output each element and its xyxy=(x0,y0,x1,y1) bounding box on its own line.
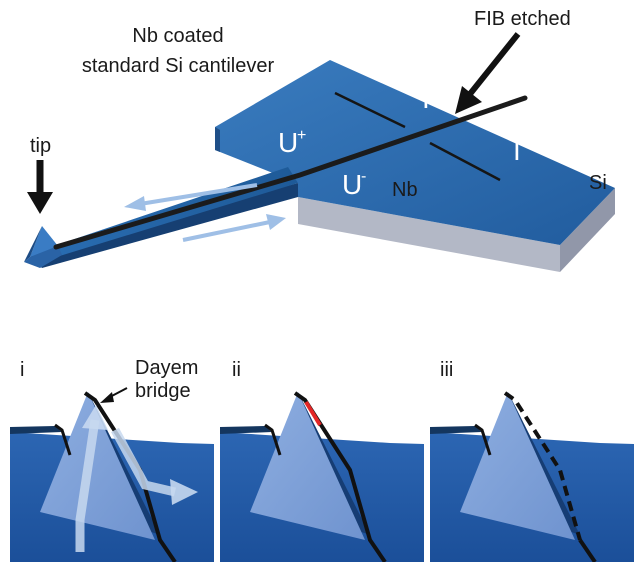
panel-ii-red-mark xyxy=(304,400,322,427)
cantilever-beam-side xyxy=(30,183,298,268)
cantilever-tip xyxy=(24,226,62,268)
cantilever-chip xyxy=(24,32,615,272)
contact-i-plus: I + xyxy=(422,82,441,114)
panel-i xyxy=(10,387,214,562)
panel-iii xyxy=(430,391,634,562)
chip-side-front xyxy=(298,197,560,272)
chip-left-edge xyxy=(215,127,220,152)
panel-iii-etched-edge-dashed xyxy=(503,391,582,541)
panel-iii-pyramid-right-face xyxy=(508,392,580,535)
dayem-bridge-pointer xyxy=(100,387,128,403)
caption-line2: standard Si cantilever xyxy=(82,55,275,77)
panel-i-pyramid-front-face xyxy=(40,392,155,540)
chip-top-surface xyxy=(215,60,615,245)
chip-divider-lower xyxy=(429,141,501,182)
fib-pointer-arrow xyxy=(455,32,521,114)
svg-text:+: + xyxy=(432,82,441,99)
panel-i-flow-arrow-right xyxy=(111,427,198,505)
contact-u-minus: U - xyxy=(342,168,366,200)
panel-i-flow-arrow-up xyxy=(75,405,108,552)
panel-i-ridge xyxy=(10,426,62,434)
panel-iii-label: iii xyxy=(440,359,453,381)
caption-line1: Nb coated xyxy=(132,25,223,47)
panel-ii-pyramid-right-face xyxy=(298,392,370,535)
panel-ii-label: ii xyxy=(232,359,241,381)
tip-pointer-arrow xyxy=(27,160,53,214)
svg-text:U: U xyxy=(342,169,362,200)
fib-etched-line xyxy=(53,95,528,250)
svg-text:-: - xyxy=(361,168,366,185)
svg-text:I: I xyxy=(513,135,521,166)
fib-etched-label: FIB etched xyxy=(474,8,571,30)
svg-text:-: - xyxy=(522,133,527,150)
svg-text:I: I xyxy=(422,83,430,114)
svg-text:U: U xyxy=(278,127,298,158)
dayem-label-line1: Dayem xyxy=(135,357,198,379)
chip-side-right xyxy=(560,188,615,272)
chip-divider-upper xyxy=(334,91,406,129)
contact-i-minus: I - xyxy=(513,133,527,166)
current-arrow-right xyxy=(182,214,286,242)
tip-label: tip xyxy=(30,135,51,157)
si-label: Si xyxy=(589,172,607,194)
panel-i-label: i xyxy=(20,359,24,381)
panel-iii-pyramid-front-face xyxy=(460,392,575,540)
panel-ii-pyramid-front-face xyxy=(250,392,365,540)
contact-u-plus: U + xyxy=(278,127,306,158)
current-arrow-left xyxy=(124,183,258,211)
panel-ii-etched-edge xyxy=(293,391,387,562)
nb-label: Nb xyxy=(392,179,418,201)
panel-ii xyxy=(220,391,424,562)
dayem-label-line2: bridge xyxy=(135,380,191,402)
svg-text:+: + xyxy=(297,127,306,144)
